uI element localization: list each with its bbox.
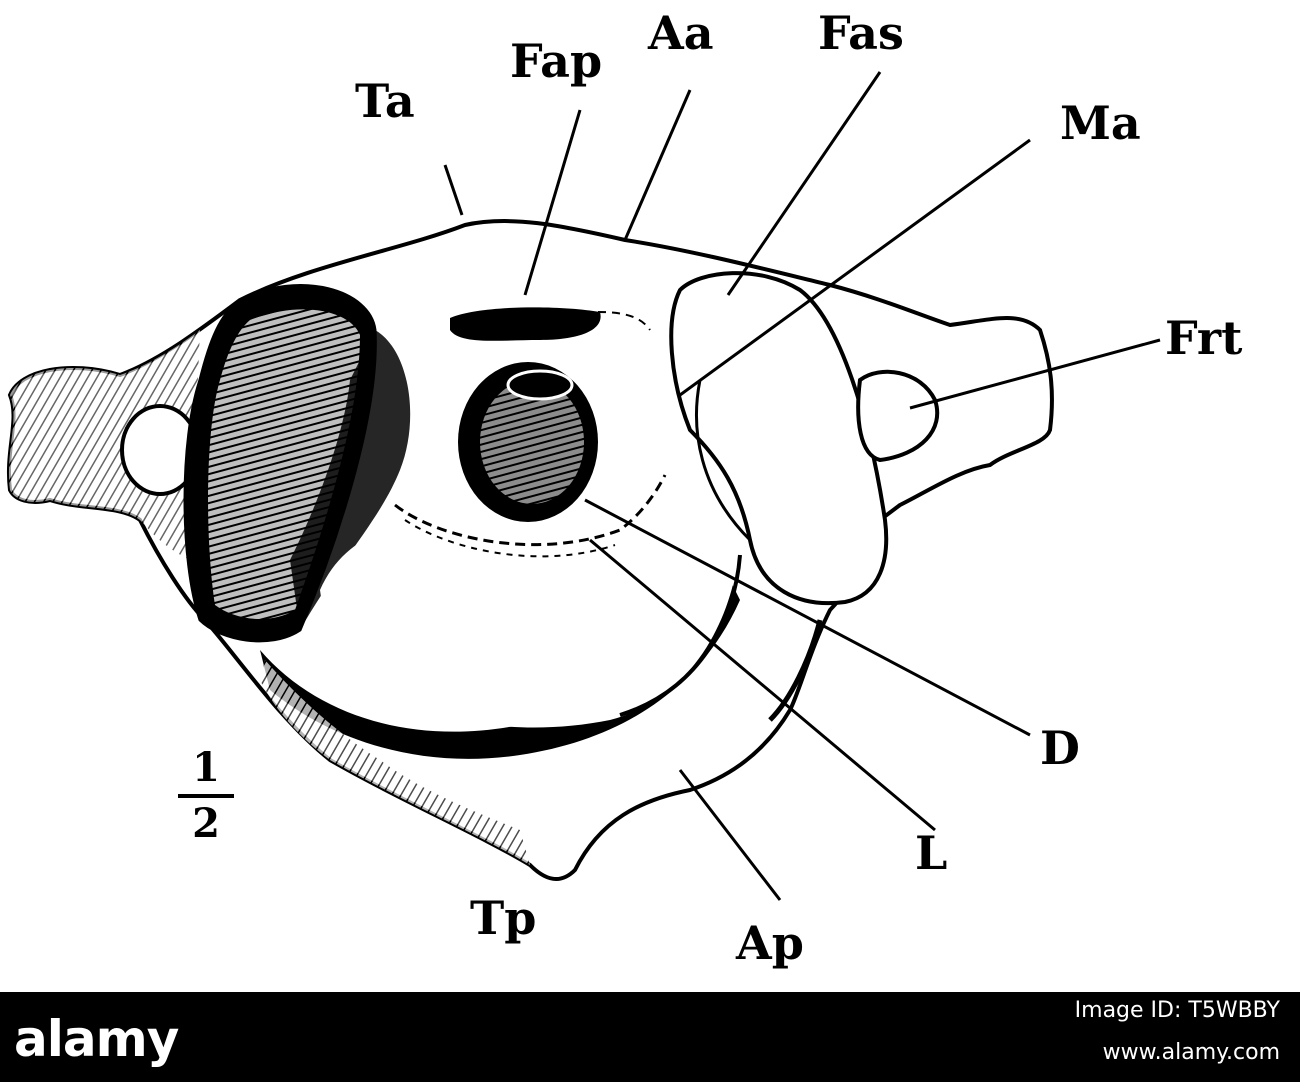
- scale-denominator: 2: [192, 800, 220, 847]
- image-id: Image ID: T5WBBY: [1074, 998, 1280, 1023]
- leader-lines: [443, 71, 1161, 901]
- label-aa: Aa: [648, 6, 714, 60]
- site-url[interactable]: www.alamy.com: [1102, 1040, 1280, 1065]
- label-d: D: [1040, 721, 1080, 775]
- atlas-vertebra-illustration: [6, 71, 1161, 901]
- label-frt: Frt: [1165, 311, 1243, 365]
- label-tp: Tp: [470, 891, 537, 945]
- label-ta: Ta: [355, 74, 415, 128]
- label-ap: Ap: [736, 916, 804, 970]
- left-transverse-process-shading: [8, 330, 200, 560]
- superior-articular-facet: [669, 271, 889, 605]
- fraction-bar: [178, 794, 234, 798]
- lateral-mass-shadow: [290, 330, 411, 630]
- right-transverse-foramen: [856, 369, 940, 463]
- label-ma: Ma: [1060, 96, 1141, 150]
- label-l: L: [915, 826, 948, 880]
- alamy-logo[interactable]: alamy: [14, 1010, 179, 1068]
- fovea-slot: [450, 307, 601, 341]
- watermark-footer: alamy Image ID: T5WBBY www.alamy.com: [0, 992, 1300, 1082]
- scale-fraction: 1 2: [176, 748, 236, 844]
- scale-numerator: 1: [192, 744, 220, 791]
- label-fas: Fas: [818, 6, 904, 60]
- label-fap: Fap: [510, 34, 603, 88]
- ligament-dashed-line: [394, 474, 667, 547]
